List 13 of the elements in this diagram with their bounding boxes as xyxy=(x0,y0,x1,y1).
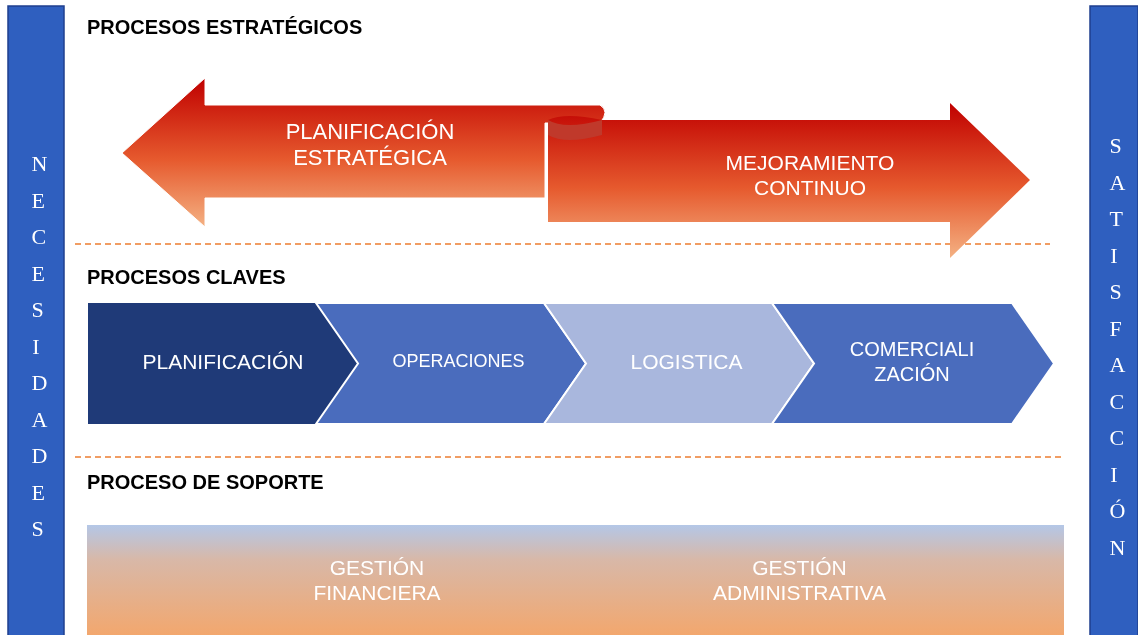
process-label: GESTIÓN ADMINISTRATIVA xyxy=(711,555,888,606)
section-heading: PROCESO DE SOPORTE xyxy=(87,471,324,494)
vertical-label: SATISFACCIÓN xyxy=(1108,132,1125,562)
process-label: OPERACIONES xyxy=(391,351,526,373)
process-label: MEJORAMIENTO CONTINUO xyxy=(724,150,896,201)
section-heading: PROCESOS ESTRATÉGICOS xyxy=(87,16,363,39)
section-heading: PROCESOS CLAVES xyxy=(87,266,286,289)
process-label: LOGISTICA xyxy=(629,349,744,375)
process-label: PLANIFICACIÓN xyxy=(141,349,305,375)
process-label: GESTIÓN FINANCIERA xyxy=(312,555,442,606)
process-label: COMERCIALI ZACIÓN xyxy=(848,337,976,387)
process-label: PLANIFICACIÓN ESTRATÉGICA xyxy=(284,119,456,172)
vertical-label: NECESIDADES xyxy=(30,150,47,543)
